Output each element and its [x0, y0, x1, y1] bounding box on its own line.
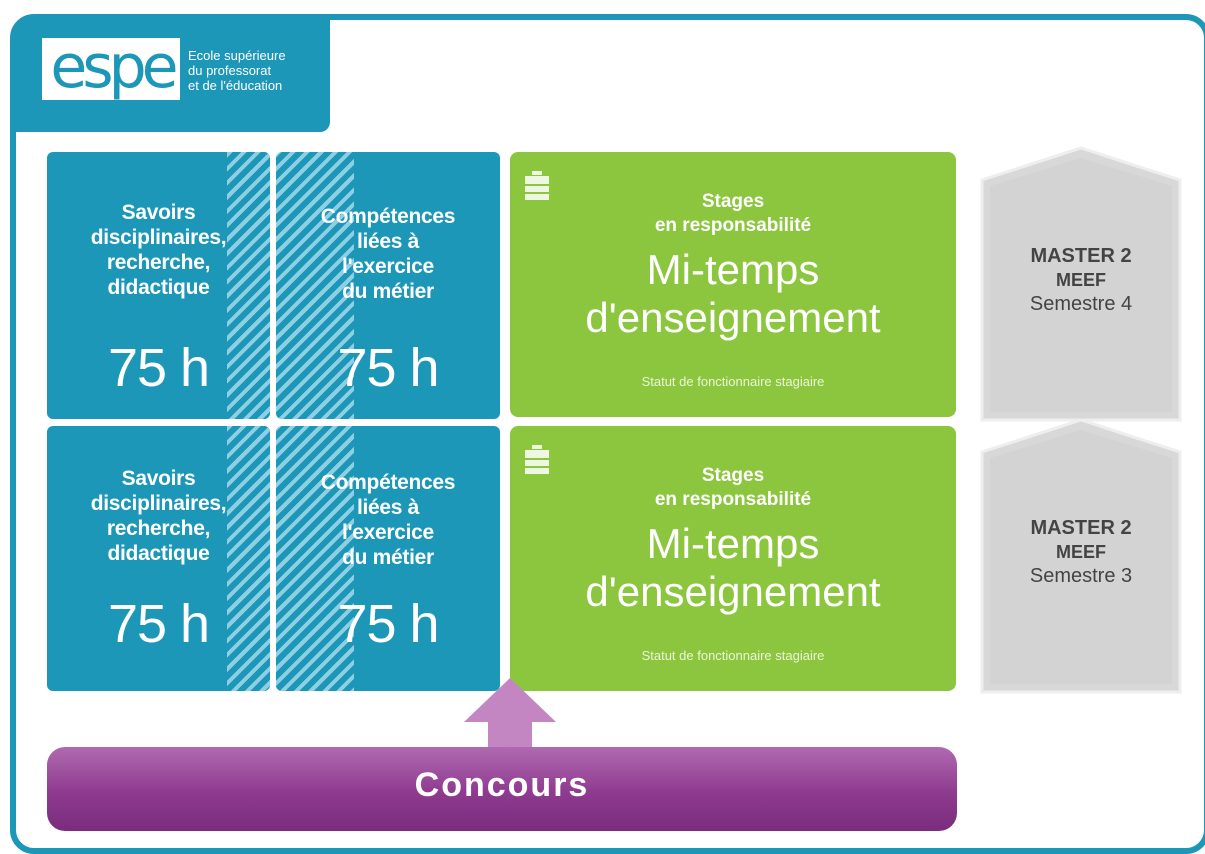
briefcase-icon: [525, 171, 549, 200]
competences-title: Compétences liées à l'exercice du métier: [320, 471, 456, 569]
master-label: MASTER 2 MEEF Semestre 4: [1029, 245, 1133, 315]
savoirs-title: Savoirs disciplinaires, recherche, didac…: [90, 467, 227, 565]
logo-wordmark: espe: [42, 37, 180, 100]
competences-title: Compétences liées à l'exercice du métier: [320, 205, 456, 303]
up-arrow-icon: [464, 678, 556, 752]
savoirs-block-s3: Savoirs disciplinaires, recherche, didac…: [47, 426, 270, 691]
briefcase-icon: [525, 445, 549, 474]
hatch-stripe: [276, 426, 354, 691]
statut-text: Statut de fonctionnaire stagiaire: [641, 374, 825, 389]
hatch-stripe: [276, 152, 354, 419]
logo-tagline-line-2: du professorat: [188, 63, 272, 78]
savoirs-block-s4: Savoirs disciplinaires, recherche, didac…: [47, 152, 270, 419]
savoirs-hours: 75 h: [107, 338, 210, 398]
competences-block-s4: Compétences liées à l'exercice du métier…: [276, 152, 500, 419]
stages-title: Stages en responsabilité: [654, 465, 812, 510]
concours-banner: Concours: [47, 747, 957, 831]
stages-title: Stages en responsabilité: [654, 191, 812, 236]
savoirs-title: Savoirs disciplinaires, recherche, didac…: [90, 201, 227, 299]
stages-block-s4: Stages en responsabilité Mi-temps d'ense…: [510, 152, 956, 417]
statut-text: Statut de fonctionnaire stagiaire: [641, 648, 825, 663]
master-semestre-4: MASTER 2 MEEF Semestre 4: [980, 146, 1182, 422]
logo-tagline-line-1: Ecole supérieure: [188, 48, 286, 63]
stages-block-s3: Stages en responsabilité Mi-temps d'ense…: [510, 426, 956, 691]
competences-hours: 75 h: [337, 338, 439, 398]
master-arrow-shape: [980, 146, 1182, 422]
master-semestre-3: MASTER 2 MEEF Semestre 3: [980, 418, 1182, 694]
hatch-stripe: [227, 152, 270, 419]
logo-tagline-line-3: et de l'éducation: [188, 78, 283, 93]
master-label: MASTER 2 MEEF Semestre 3: [1029, 517, 1133, 587]
logo-tagline: Ecole supérieure du professorat et de l'…: [188, 48, 286, 93]
competences-block-s3: Compétences liées à l'exercice du métier…: [276, 426, 500, 691]
savoirs-hours: 75 h: [107, 594, 210, 654]
mi-temps-text: Mi-temps d'enseignement: [585, 246, 881, 341]
competences-hours: 75 h: [337, 594, 439, 654]
espe-logo: espe Ecole supérieure du professorat et …: [16, 20, 330, 132]
master-arrow-shape: [980, 418, 1182, 694]
mi-temps-text: Mi-temps d'enseignement: [585, 520, 881, 615]
hatch-stripe: [227, 426, 270, 691]
